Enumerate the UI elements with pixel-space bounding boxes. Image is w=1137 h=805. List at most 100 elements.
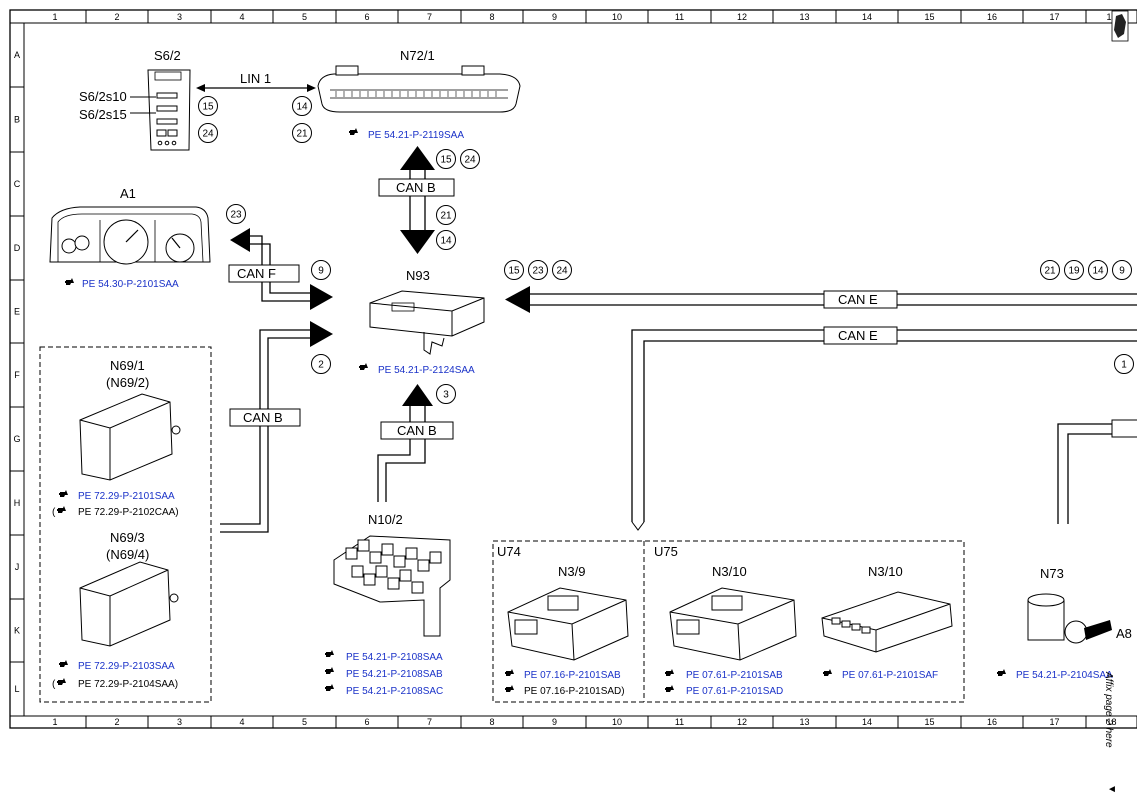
a1-ref: PE 54.30-P-2101SAA <box>82 279 179 290</box>
circle-e23 <box>528 260 548 280</box>
circle-t24-text: 24 <box>464 155 476 166</box>
canf-label: CAN F <box>237 266 276 281</box>
n10-2-fuse-box: N10/2 PE 54.21-P-2108SAA PE 54.21-P-2108… <box>325 512 451 697</box>
circle-e15 <box>504 260 524 280</box>
affix-note-text: Affix page 2 here <box>1103 671 1114 748</box>
n10-ref-a: PE 54.21-P-2108SAA <box>346 652 443 663</box>
circle-r9 <box>1112 260 1132 280</box>
n73-label: N73 <box>1040 566 1064 581</box>
circle-t24 <box>460 149 480 169</box>
grid-col-10: 10 <box>612 12 622 22</box>
circle-s14-text: 14 <box>296 102 308 113</box>
n69-2-label: (N69/2) <box>106 375 149 390</box>
n72-1-label: N72/1 <box>400 48 435 63</box>
grid-col-bottom-1: 1 <box>52 717 57 727</box>
circle-t15 <box>436 149 456 169</box>
grid-col-bottom-3: 3 <box>177 717 182 727</box>
cane-1-label: CAN E <box>838 292 878 307</box>
circle-l2-text: 2 <box>318 360 324 371</box>
s6-2-switch: S6/2 S6/2s10 S6/2s15 <box>79 48 191 151</box>
circle-b3 <box>436 384 456 404</box>
grid-col-15: 15 <box>924 12 934 22</box>
circle-r21-text: 21 <box>1044 266 1056 277</box>
circle-r19-text: 19 <box>1068 266 1080 277</box>
canf-bus: CAN F <box>228 228 333 310</box>
circle-t21 <box>436 205 456 225</box>
n10-2-label: N10/2 <box>368 512 403 527</box>
u74-u75-engine-ecus: U74 U75 N3/9 N3/10 N3/10 PE 07.16-P-2101… <box>492 540 965 703</box>
grid-row-C: C <box>14 179 21 189</box>
circle-r19 <box>1064 260 1084 280</box>
grid-col-2: 2 <box>114 12 119 22</box>
grid-col-bottom-17: 17 <box>1049 717 1059 727</box>
grid-col-9: 9 <box>552 12 557 22</box>
cane-bus: CAN E CAN E <box>505 286 1137 531</box>
grid-col-17: 17 <box>1049 12 1059 22</box>
n3-10a-label: N3/10 <box>712 564 747 579</box>
u74-ref-b: PE 07.16-P-2101SAD) <box>524 686 625 697</box>
grid-col-13: 13 <box>799 12 809 22</box>
circle-a23-text: 23 <box>230 210 242 221</box>
grid-row-H: H <box>14 498 21 508</box>
n10-ref-c: PE 54.21-P-2108SAC <box>346 686 443 697</box>
grid-col-bottom-13: 13 <box>799 717 809 727</box>
fuse-14 <box>411 581 424 594</box>
canb-top-label: CAN B <box>396 180 436 195</box>
grid-col-bottom-9: 9 <box>552 717 557 727</box>
n69-1-label: N69/1 <box>110 358 145 373</box>
n69-2-ref: PE 72.29-P-2102CAA) <box>78 507 179 518</box>
circle-s24 <box>198 123 218 143</box>
a8-label: A8 <box>1116 626 1132 641</box>
corner-figure <box>1111 10 1129 42</box>
grid-row-F: F <box>14 370 20 380</box>
grid-col-bottom-7: 7 <box>427 717 432 727</box>
a1-label: A1 <box>120 186 136 201</box>
cane-2-label: CAN E <box>838 328 878 343</box>
fuse-12 <box>387 577 400 590</box>
n69-2-paren: ( <box>52 507 56 518</box>
grid-col-bottom-6: 6 <box>364 717 369 727</box>
n69-3-ref: PE 72.29-P-2103SAA <box>78 661 175 672</box>
u74-ref-a: PE 07.16-P-2101SAB <box>524 670 621 681</box>
circle-s15 <box>198 96 218 116</box>
grid-col-bottom-2: 2 <box>114 717 119 727</box>
grid-col-bottom-11: 11 <box>675 717 684 727</box>
n69-4-ref: PE 72.29-P-2104SAA) <box>78 679 178 690</box>
grid-col-bottom-16: 16 <box>987 717 997 727</box>
grid-row-E: E <box>14 307 20 317</box>
circle-f9 <box>311 260 331 280</box>
n69-door-modules-group: N69/1 (N69/2) PE 72.29-P-2101SAA ( PE 72… <box>39 346 212 703</box>
n93-ref: PE 54.21-P-2124SAA <box>378 365 475 376</box>
grid-row-J: J <box>15 562 20 572</box>
grid-col-5: 5 <box>302 12 307 22</box>
lin1-label: LIN 1 <box>240 71 271 86</box>
grid-col-bottom-8: 8 <box>489 717 494 727</box>
s6-2s10-label: S6/2s10 <box>79 89 127 104</box>
fuse-1 <box>345 547 358 560</box>
grid-row-K: K <box>14 626 20 636</box>
u75-label: U75 <box>654 544 678 559</box>
grid-row-B: B <box>14 115 20 125</box>
canb-left-bus: CAN B <box>220 321 333 533</box>
n72-ref: PE 54.21-P-2119SAA <box>368 130 464 141</box>
n73-ignition-switch: N73 A8 PE 54.21-P-2104SAA <box>997 566 1132 681</box>
grid-col-6: 6 <box>364 12 369 22</box>
n93-label: N93 <box>406 268 430 283</box>
n69-3-label: N69/3 <box>110 530 145 545</box>
u75-ref-a: PE 07.61-P-2101SAB <box>686 670 783 681</box>
circle-s24-text: 24 <box>202 129 214 140</box>
circle-e23-text: 23 <box>532 266 544 277</box>
grid-col-bottom-14: 14 <box>862 717 872 727</box>
canb-top-bus: CAN B <box>378 146 455 254</box>
grid-col-7: 7 <box>427 12 432 22</box>
fuse-8 <box>429 551 442 564</box>
circle-s21 <box>292 123 312 143</box>
circle-b3-text: 3 <box>443 390 449 401</box>
grid-col-4: 4 <box>239 12 244 22</box>
grid-row-L: L <box>14 684 19 694</box>
grid-col-3: 3 <box>177 12 182 22</box>
